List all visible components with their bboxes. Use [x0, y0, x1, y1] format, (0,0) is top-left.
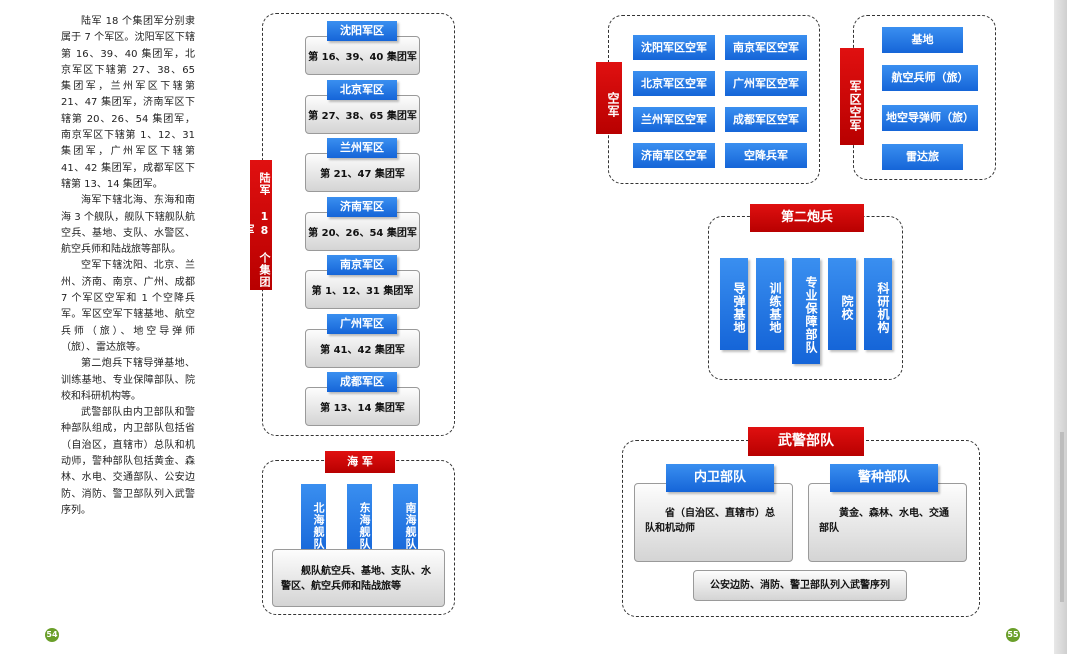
air-force-unit: 成都军区空军 — [725, 107, 807, 132]
region-air-unit: 地空导弹师（旅） — [882, 105, 978, 131]
special-troops-desc: 黄金、森林、水电、交通部队 — [819, 508, 949, 534]
page-edge-marker — [1060, 432, 1064, 602]
armed-police-bottom-box: 公安边防、消防、警卫部队列入武警序列 — [693, 570, 907, 601]
navy-fleet-south: 南海舰队 — [393, 484, 418, 558]
air-force-unit: 空降兵军 — [725, 143, 807, 168]
internal-troops-desc: 省（自治区、直辖市）总队和机动师 — [645, 508, 775, 534]
paragraph-armed-police: 武警部队由内卫部队和警种部队组成，内卫部队包括省（自治区，直辖市）总队和机动师，… — [61, 407, 195, 516]
army-region-groups: 第 20、26、54 集团军 — [305, 211, 420, 251]
army-region-name: 沈阳军区 — [327, 21, 397, 41]
army-region-name: 成都军区 — [327, 372, 397, 392]
paragraph-second-artillery: 第二炮兵下辖导弹基地、训练基地、专业保障部队、院校和科研机构等。 — [61, 358, 195, 402]
navy-units-box: 舰队航空兵、基地、支队、水警区、航空兵师和陆战旅等 — [272, 549, 445, 607]
special-troops-title: 警种部队 — [830, 464, 938, 492]
air-force-unit: 兰州军区空军 — [633, 107, 715, 132]
paragraph-navy: 海军下辖北海、东海和南海 3 个舰队，舰队下辖舰队航空兵、基地、支队、水警区、航… — [61, 195, 195, 256]
army-region-name: 北京军区 — [327, 79, 397, 100]
army-region-groups: 第 1、12、31 集团军 — [305, 270, 420, 309]
paragraph-air-force: 空军下辖沈阳、北京、兰州、济南、南京、广州、成都 7 个军区空军和 1 个空降兵… — [61, 260, 195, 353]
army-region-name: 广州军区 — [327, 313, 397, 334]
air-force-unit: 济南军区空军 — [633, 143, 715, 168]
army-region-groups: 第 41、42 集团军 — [305, 328, 420, 368]
air-force-unit: 沈阳军区空军 — [633, 35, 715, 60]
navy-fleet-north: 北海舰队 — [301, 484, 326, 558]
army-region-groups: 第 21、47 集团军 — [305, 153, 420, 192]
army-region-name: 南京军区 — [327, 255, 397, 275]
region-air-unit: 雷达旅 — [882, 144, 963, 170]
left-text-column: 陆军 18 个集团军分别隶属于 7 个军区。沈阳军区下辖第 16、39、40 集… — [61, 14, 195, 519]
paragraph-army: 陆军 18 个集团军分别隶属于 7 个军区。沈阳军区下辖第 16、39、40 集… — [61, 16, 195, 190]
air-force-unit: 广州军区空军 — [725, 71, 807, 96]
army-region-name: 济南军区 — [327, 196, 397, 217]
region-air-title-bar: 军区空军 — [840, 48, 864, 145]
special-troops-box: 黄金、森林、水电、交通部队 — [808, 483, 967, 562]
second-artillery-unit: 专业保障部队 — [792, 258, 820, 364]
air-force-unit: 北京军区空军 — [633, 71, 715, 96]
internal-troops-title: 内卫部队 — [666, 464, 774, 492]
second-artillery-unit: 院校 — [828, 258, 856, 350]
region-air-unit: 航空兵师（旅） — [882, 65, 978, 91]
second-artillery-unit: 导弹基地 — [720, 258, 748, 350]
second-artillery-unit: 科研机构 — [864, 258, 892, 350]
air-force-unit: 南京军区空军 — [725, 35, 807, 60]
navy-title: 海 军 — [325, 451, 395, 473]
internal-troops-box: 省（自治区、直辖市）总队和机动师 — [634, 483, 793, 562]
air-force-title-bar: 空军 — [596, 62, 622, 134]
army-region-groups: 第 16、39、40 集团军 — [305, 36, 420, 75]
navy-fleet-east: 东海舰队 — [347, 484, 372, 558]
second-artillery-unit: 训练基地 — [756, 258, 784, 350]
armed-police-title: 武警部队 — [748, 427, 864, 456]
army-region-groups: 第 27、38、65 集团军 — [305, 94, 420, 134]
army-title-bar: 陆军 18 个集团军 — [242, 160, 272, 290]
page-number-left: 54 — [45, 628, 59, 642]
second-artillery-title: 第二炮兵 — [750, 204, 864, 232]
region-air-unit: 基地 — [882, 27, 963, 53]
army-region-groups: 第 13、14 集团军 — [305, 387, 420, 426]
army-region-name: 兰州军区 — [327, 138, 397, 158]
page-number-right: 55 — [1006, 628, 1020, 642]
